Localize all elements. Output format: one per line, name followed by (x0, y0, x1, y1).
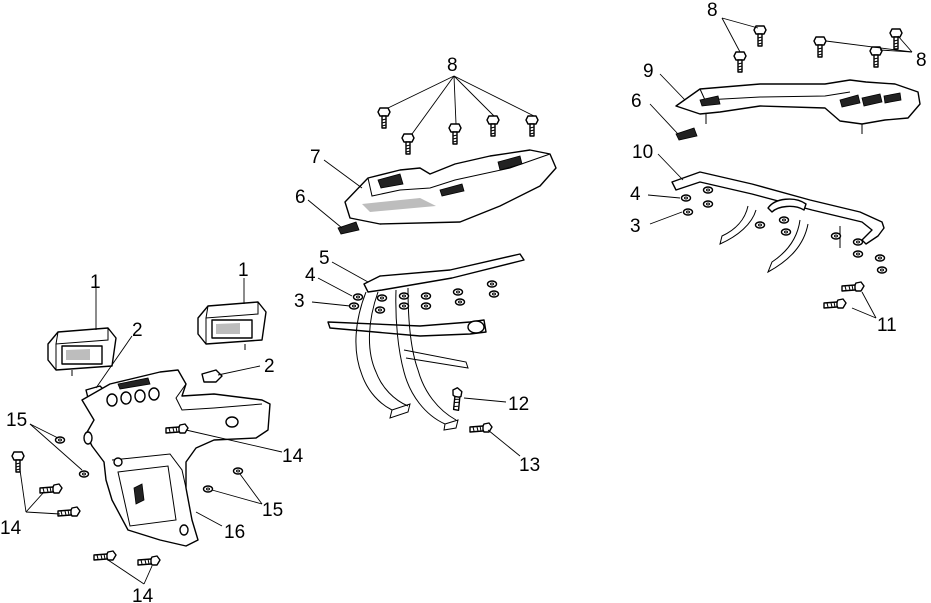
front-cover (81, 369, 271, 547)
callout-8: 8 (447, 55, 458, 76)
front-rack-assembly (327, 107, 557, 433)
callout-14: 14 (282, 446, 304, 467)
decal (675, 127, 698, 141)
callout-5: 5 (319, 248, 330, 269)
callout-2: 2 (264, 356, 275, 377)
callout-10: 10 (632, 142, 653, 163)
callout-8: 8 (916, 50, 927, 71)
callout-3: 3 (630, 216, 641, 237)
callout-12: 12 (508, 394, 529, 415)
callout-11: 11 (877, 315, 897, 336)
callout-14: 14 (132, 586, 154, 603)
callout-7: 7 (310, 147, 321, 168)
callout-15: 15 (262, 500, 283, 521)
callout-6: 6 (631, 91, 642, 112)
callout-4: 4 (630, 184, 641, 205)
callout-1: 1 (90, 272, 101, 293)
leader-lines (19, 17, 913, 585)
callout-14: 14 (0, 518, 22, 539)
callout-13: 13 (519, 455, 540, 476)
callout-8: 8 (707, 0, 718, 21)
rear-rack-frame (671, 171, 885, 274)
rear-rack-assembly (671, 25, 921, 309)
callout-6: 6 (295, 187, 306, 208)
front-rack-frame (327, 253, 525, 431)
front-cover-assembly (11, 301, 271, 566)
decal (337, 221, 360, 235)
callout-9: 9 (643, 61, 654, 82)
headlight-right (197, 301, 267, 350)
rear-rack-cover (675, 79, 921, 125)
callout-15: 15 (6, 410, 27, 431)
callout-2: 2 (132, 320, 143, 341)
callout-16: 16 (224, 522, 245, 543)
callout-1: 1 (238, 260, 249, 281)
headlight-left (47, 327, 117, 376)
callout-4: 4 (305, 265, 316, 286)
callout-3: 3 (294, 291, 305, 312)
